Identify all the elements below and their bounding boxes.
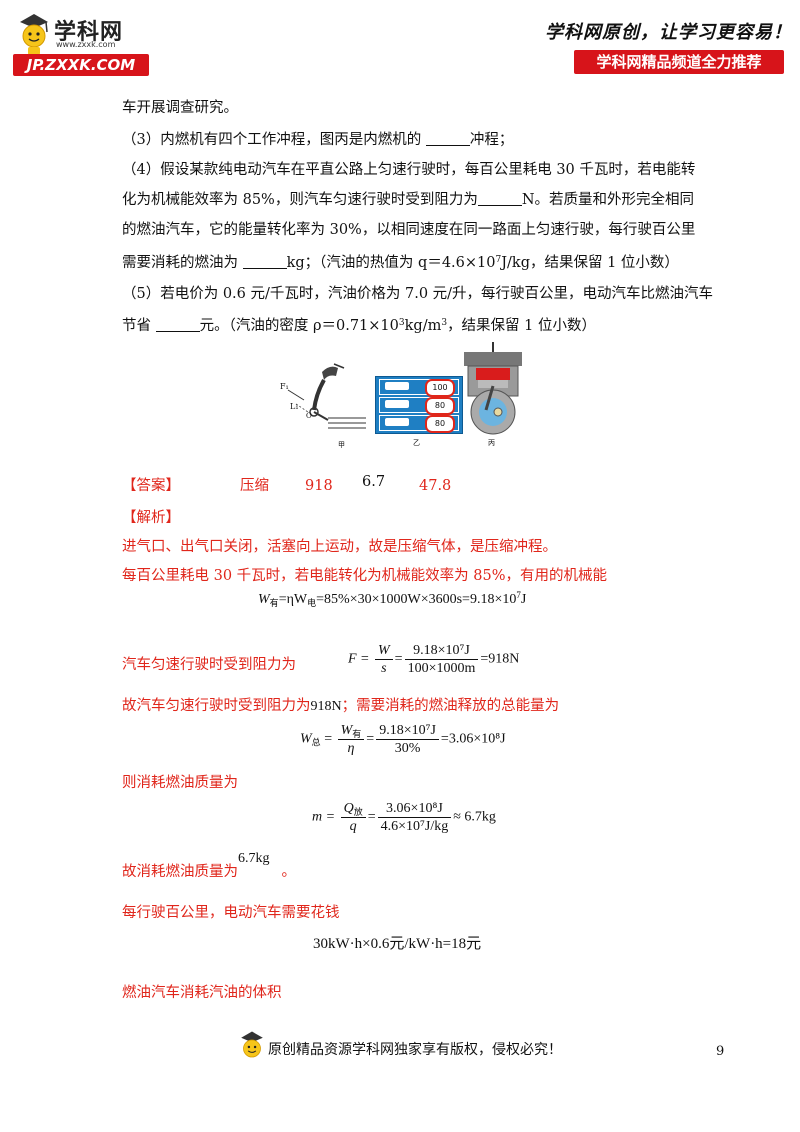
- question-4-line-4: 需要消耗的燃油为 kg；（汽油的热值为 q＝4.6×107J/kg，结果保留 1…: [122, 254, 679, 271]
- answer-3: 6.7: [362, 474, 386, 490]
- speed-sign-row-1: [379, 379, 459, 395]
- analysis-p8: 燃油汽车消耗汽油的体积: [122, 985, 282, 1001]
- speed-sign-icon: 80: [425, 397, 455, 415]
- analysis-p3: 汽车匀速行驶时受到阻力为: [122, 657, 296, 673]
- analysis-p2: 每百公里耗电 30 千瓦时，若电能转化为机械能效率为 85%，有用的机械能: [122, 568, 608, 584]
- equation-5: 30kW·h×0.6元/kW·h=18元: [313, 936, 482, 952]
- analysis-p4: 故汽车匀速行驶时受到阻力为918N；需要消耗的燃油释放的总能量为: [122, 698, 560, 714]
- page-number: 9: [716, 1044, 725, 1059]
- analysis-p7: 每行驶百公里，电动汽车需要花钱: [122, 905, 340, 921]
- figure-bing: 丙: [458, 340, 528, 448]
- analysis-p6: 故消耗燃油质量为6.7kg。: [122, 851, 296, 880]
- question-5-line-2: 节省 元。（汽油的密度 ρ＝0.71×103kg/m3，结果保留 1 位小数）: [122, 317, 597, 334]
- speed-sign-row-2: [379, 397, 459, 413]
- answer-blank: [477, 191, 522, 206]
- answer-blank: [425, 131, 470, 146]
- question-line-0: 车开展调查研究。: [122, 100, 238, 116]
- footer-copyright: 原创精品资源学科网独家享有版权，侵权必究！: [268, 1042, 562, 1058]
- recommend-badge[interactable]: 学科网精品频道全力推荐: [574, 50, 784, 74]
- figure-jia: F₁ L₁ O 甲: [278, 360, 374, 452]
- answer-blank: [242, 254, 287, 269]
- answer-4: 47.8: [419, 478, 452, 494]
- analysis-p1: 进气口、出气口关闭，活塞向上运动，故是压缩气体，是压缩冲程。: [122, 539, 557, 555]
- analysis-label: 【解析】: [122, 510, 180, 526]
- mascot-icon: [20, 14, 48, 55]
- speed-sign-row-3: [379, 415, 459, 431]
- question-4-line-3: 的燃油汽车，它的能量转化率为 30%，以相同速度在同一路面上匀速行驶，每行驶百公…: [122, 222, 696, 238]
- answer-blank: [155, 317, 200, 332]
- analysis-p5: 则消耗燃油质量为: [122, 775, 238, 791]
- logo-url: www.zxxk.com: [56, 40, 116, 49]
- answer-2: 918: [305, 478, 333, 494]
- figure-yi: 100 80 80 乙: [375, 376, 463, 447]
- speed-sign-icon: 100: [425, 379, 455, 397]
- speed-sign-icon: 80: [425, 415, 455, 433]
- answer-label: 【答案】: [122, 478, 180, 494]
- slogan: 学科网原创，让学习更容易！: [545, 22, 792, 43]
- question-3: （3）内燃机有四个工作冲程，图丙是内燃机的 冲程；: [122, 131, 514, 148]
- engine-cylinder-icon: [464, 342, 522, 435]
- mascot-icon: [241, 1031, 263, 1058]
- site-badge[interactable]: JP.ZXXK.COM: [13, 54, 149, 76]
- pedal-lever-icon: [287, 363, 366, 429]
- header: 学科网 www.zxxk.com JP.ZXXK.COM 学科网原创，让学习更容…: [0, 0, 800, 90]
- answer-1: 压缩: [240, 478, 269, 494]
- logo-title: 学科网: [54, 20, 124, 45]
- question-5-line-1: （5）若电价为 0.6 元/千瓦时，汽油价格为 7.0 元/升，每行驶百公里，电…: [122, 286, 714, 302]
- equation-1: W有=ηW电=85%×30×1000W×3600s=9.18×107J: [258, 590, 527, 608]
- question-4-line-1: （4）假设某款纯电动汽车在平直公路上匀速行驶时，每百公里耗电 30 千瓦时，若电…: [122, 162, 696, 178]
